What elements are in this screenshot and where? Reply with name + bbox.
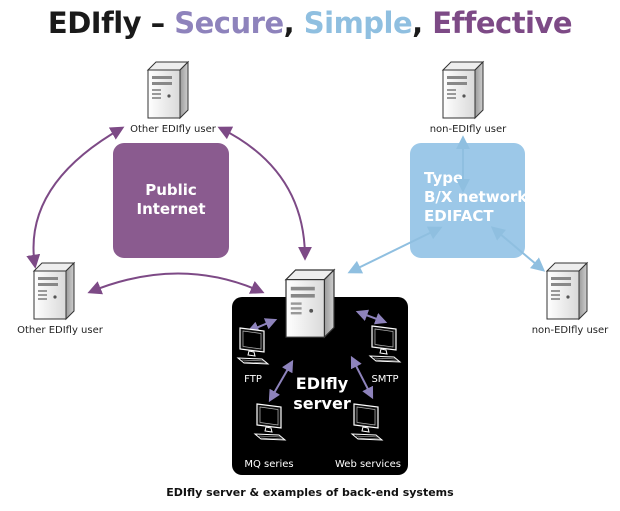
non-edifly-user-top: non-EDIfly user [430,61,507,135]
link-top-user-server [217,126,312,261]
non-edifly-user-top-label: non-EDIfly user [430,124,507,135]
link-server-smtp [355,309,388,325]
diagram-caption: EDIfly server & examples of back-end sys… [166,486,454,499]
van-network-box: Type B/X network EDIFACT [410,143,528,258]
backend-mq: MQ series [244,403,294,470]
server-tower-icon [147,61,189,119]
public-internet-label-2: Internet [136,200,205,218]
link-top-user-left-user [26,126,125,269]
other-edifly-user-left-label: Other EDIfly user [17,325,104,336]
server-tower-icon [546,262,588,320]
link-van-server [347,226,443,274]
edifly-server-icon [285,269,335,338]
link-server-web [350,355,374,400]
non-edifly-user-right: non-EDIfly user [532,262,609,336]
backend-smtp: SMTP [369,325,401,385]
van-label-3: EDIFACT [424,207,494,225]
edifly-server: EDIfly server [285,269,351,413]
server-tower-icon [442,61,484,119]
link-server-mq [268,359,294,403]
van-label-2: B/X network [424,188,528,206]
link-left-user-server [87,272,265,295]
backend-ftp-label: FTP [244,374,262,385]
other-edifly-user-left: Other EDIfly user [17,262,104,336]
title-secure: Secure [174,6,284,40]
non-edifly-user-right-label: non-EDIfly user [532,325,609,336]
title-brand: EDIfly [47,6,142,40]
backend-web: Web services [335,403,401,470]
title-dash: – [141,6,175,40]
server-tower-icon [33,262,75,320]
edifly-server-label-2: server [293,394,351,413]
backend-smtp-label: SMTP [371,374,398,385]
public-internet-links [26,126,312,295]
backend-mq-label: MQ series [244,459,293,470]
van-links [347,135,546,274]
title-comma-2: , [412,6,433,40]
title-simple: Simple [303,6,413,40]
public-internet-label-1: Public [145,181,197,199]
other-edifly-user-top-label: Other EDIfly user [130,124,217,135]
other-edifly-user-top: Other EDIfly user [130,61,217,135]
backend-ftp: FTP [237,327,269,385]
van-label-1: Type [424,169,463,187]
link-van-right-user [490,226,546,272]
backend-web-label: Web services [335,459,401,470]
title-effective: Effective [432,6,573,40]
diagram-title: EDIfly – Secure, Simple, Effective [0,6,620,40]
public-internet-box: Public Internet [113,143,229,258]
title-comma-1: , [283,6,304,40]
edifly-server-label-1: EDIfly [296,374,349,393]
